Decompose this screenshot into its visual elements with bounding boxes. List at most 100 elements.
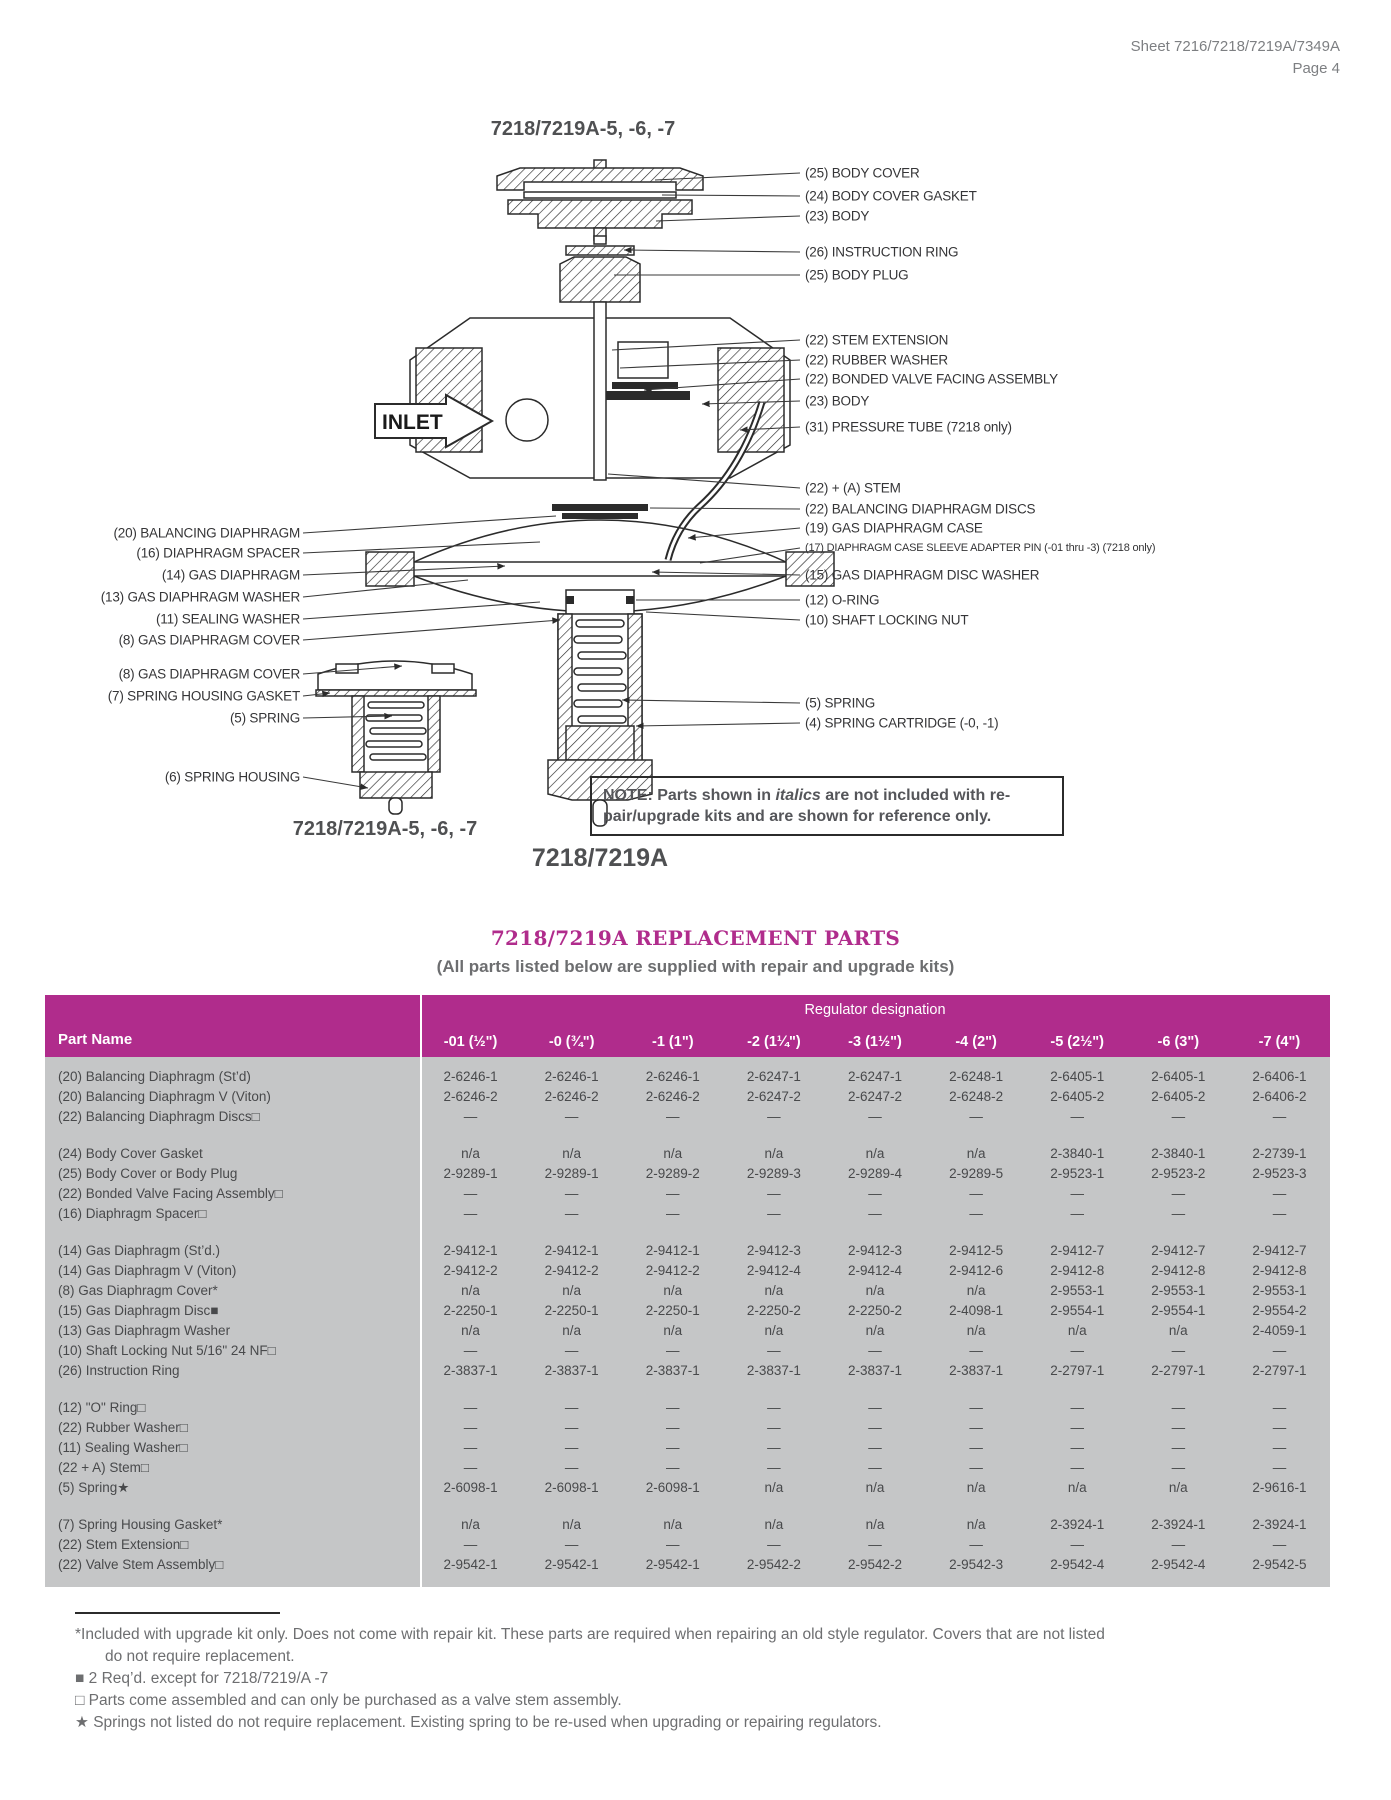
part-number-cell: 2-6246-1 [443,1069,498,1084]
part-number-cell: 2-9412-8 [1252,1263,1307,1278]
part-number-cell: — [666,1206,680,1221]
table-row: (11) Sealing Washer□————————— [45,1438,1330,1458]
leader-line [619,359,801,369]
part-name-cell: (14) Gas Diaphragm V (Viton) [58,1263,237,1278]
spring-cartridge-drawing [547,613,653,827]
callout-label: (22) STEM EXTENSION [805,332,949,348]
callout-label: (11) SEALING WASHER [156,611,300,627]
leader-line [739,426,801,433]
part-number-cell: 2-6247-1 [847,1069,903,1084]
leader-line [302,776,369,790]
part-name-cell: (11) Sealing Washer□ [58,1440,188,1455]
leader-line [302,617,561,641]
part-number-cell: — [564,1206,579,1221]
part-number-cell: 2-6405-2 [1050,1089,1105,1104]
page-number: Page 4 [1292,60,1340,77]
table-subtitle: (All parts listed below are supplied wit… [436,957,955,976]
part-number-cell: — [1171,1460,1186,1475]
table-row: (14) Gas Diaphragm V (Viton) 2-9412-2 2-94… [45,1261,1330,1281]
part-number-cell: 2-6248-2 [949,1089,1004,1104]
part-number-cell: 2-6247-1 [746,1069,801,1084]
part-number-cell: 2-9412-3 [847,1243,903,1258]
part-name-cell: (25) Body Cover or Body Plug [58,1166,238,1181]
leader-line [661,194,801,197]
diagram-caption-bottom-left: 7218/7219A-5, -6, -7 [292,818,478,840]
table-row: (16) Diaphragm Spacer□————————— [45,1204,1330,1224]
leader-line [701,400,801,408]
table-row: (10) Shaft Locking Nut 5/16" 24 NF□—————… [45,1341,1330,1361]
part-name-cell: (7) Spring Housing Gasket* [58,1517,223,1532]
part-number-cell: n/a [562,1283,582,1298]
part-number-cell: n/a [865,1323,885,1338]
part-number-cell: — [868,1206,882,1221]
footnote: ★ Springs not listed do not require repl… [75,1714,882,1731]
part-number-cell: 2-9289-4 [847,1166,903,1181]
column-header: -7 (4") [1258,1034,1301,1050]
leader-line [611,339,801,351]
part-number-cell: — [1070,1343,1084,1358]
part-name-cell: (13) Gas Diaphragm Washer [58,1323,231,1338]
part-number-cell: n/a [461,1517,480,1532]
part-number-cell: — [463,1206,478,1221]
regulator-body-drawing [409,301,791,561]
part-number-cell: 2-2250-1 [544,1303,599,1318]
callout-label: (25) BODY COVER [805,165,920,181]
leader-line [649,507,801,510]
callout-label: (31) PRESSURE TUBE (7218 only) [805,419,1012,435]
note-text-2: are not included with re- [820,787,1011,804]
part-number-cell: 2-9412-2 [443,1263,498,1278]
part-number-cell: — [767,1400,781,1415]
table-row: (22) Stem Extension□————————— [45,1535,1330,1555]
table-row: (22) Balancing Diaphragm Discs□————————— [45,1107,1330,1127]
callout-label: (4) SPRING CARTRIDGE (-0, -1) [805,715,999,731]
part-number-cell: n/a [663,1283,683,1298]
part-number-cell: 2-6098-1 [645,1480,700,1495]
part-number-cell: 2-9412-2 [544,1263,599,1278]
part-number-cell: — [969,1420,983,1435]
part-name-cell: (20) Balancing Diaphragm (St’d) [58,1069,251,1084]
callout-label: (6) SPRING HOUSING [164,769,300,785]
part-name-cell: (14) Gas Diaphragm (St’d.) [58,1243,221,1258]
callout-label: (17) DIAPHRAGM CASE SLEEVE ADAPTER PIN (… [805,542,1156,554]
part-number-cell: — [1272,1537,1287,1552]
part-number-cell: — [1171,1420,1186,1435]
part-number-cell: 2-6246-1 [645,1069,700,1084]
part-name-cell: (15) Gas Diaphragm Disc■ [58,1303,219,1318]
part-name-cell: (22 + A) Stem□ [58,1460,150,1475]
note-text-line2: pair/upgrade kits and are shown for refe… [603,808,992,825]
part-number-cell: — [666,1109,680,1124]
part-number-cell: n/a [764,1323,784,1338]
part-name-cell: (22) Bonded Valve Facing Assembly□ [58,1186,283,1201]
regulator-designation-header: Regulator designation [804,1002,946,1018]
part-name-header: Part Name [58,1031,133,1048]
table-row: (14) Gas Diaphragm (St’d.) 2-9412-1 2-9412… [45,1241,1330,1261]
part-number-cell: 2-9412-1 [544,1243,599,1258]
column-divider [420,995,422,1587]
part-number-cell: — [1272,1440,1287,1455]
callout-label: (19) GAS DIAPHRAGM CASE [805,520,983,536]
inlet-label: INLET [382,411,443,434]
note-text-1: NOTE: Parts shown in [603,787,776,804]
part-number-cell: — [1272,1206,1287,1221]
part-number-cell: 2-6246-2 [645,1089,700,1104]
part-number-cell: n/a [966,1283,986,1298]
part-number-cell: 2-3837-1 [746,1363,801,1378]
callout-label: (5) SPRING [229,710,300,726]
part-number-cell: — [868,1420,882,1435]
part-number-cell: — [564,1440,579,1455]
callout-label: (5) SPRING [805,695,876,711]
part-number-cell: — [969,1206,983,1221]
table-row: (20) Balancing Diaphragm (St’d) 2-6246-1 2… [45,1067,1330,1087]
callout-label: (22) BALANCING DIAPHRAGM DISCS [805,501,1036,517]
part-number-cell: n/a [663,1517,683,1532]
part-number-cell: — [564,1186,579,1201]
part-number-cell: 2-3924-1 [1151,1517,1206,1532]
part-number-cell: 2-2797-1 [1050,1363,1105,1378]
part-number-cell: n/a [461,1323,480,1338]
part-number-cell: — [463,1537,478,1552]
part-number-cell: 2-9616-1 [1252,1480,1307,1495]
part-number-cell: — [564,1460,579,1475]
